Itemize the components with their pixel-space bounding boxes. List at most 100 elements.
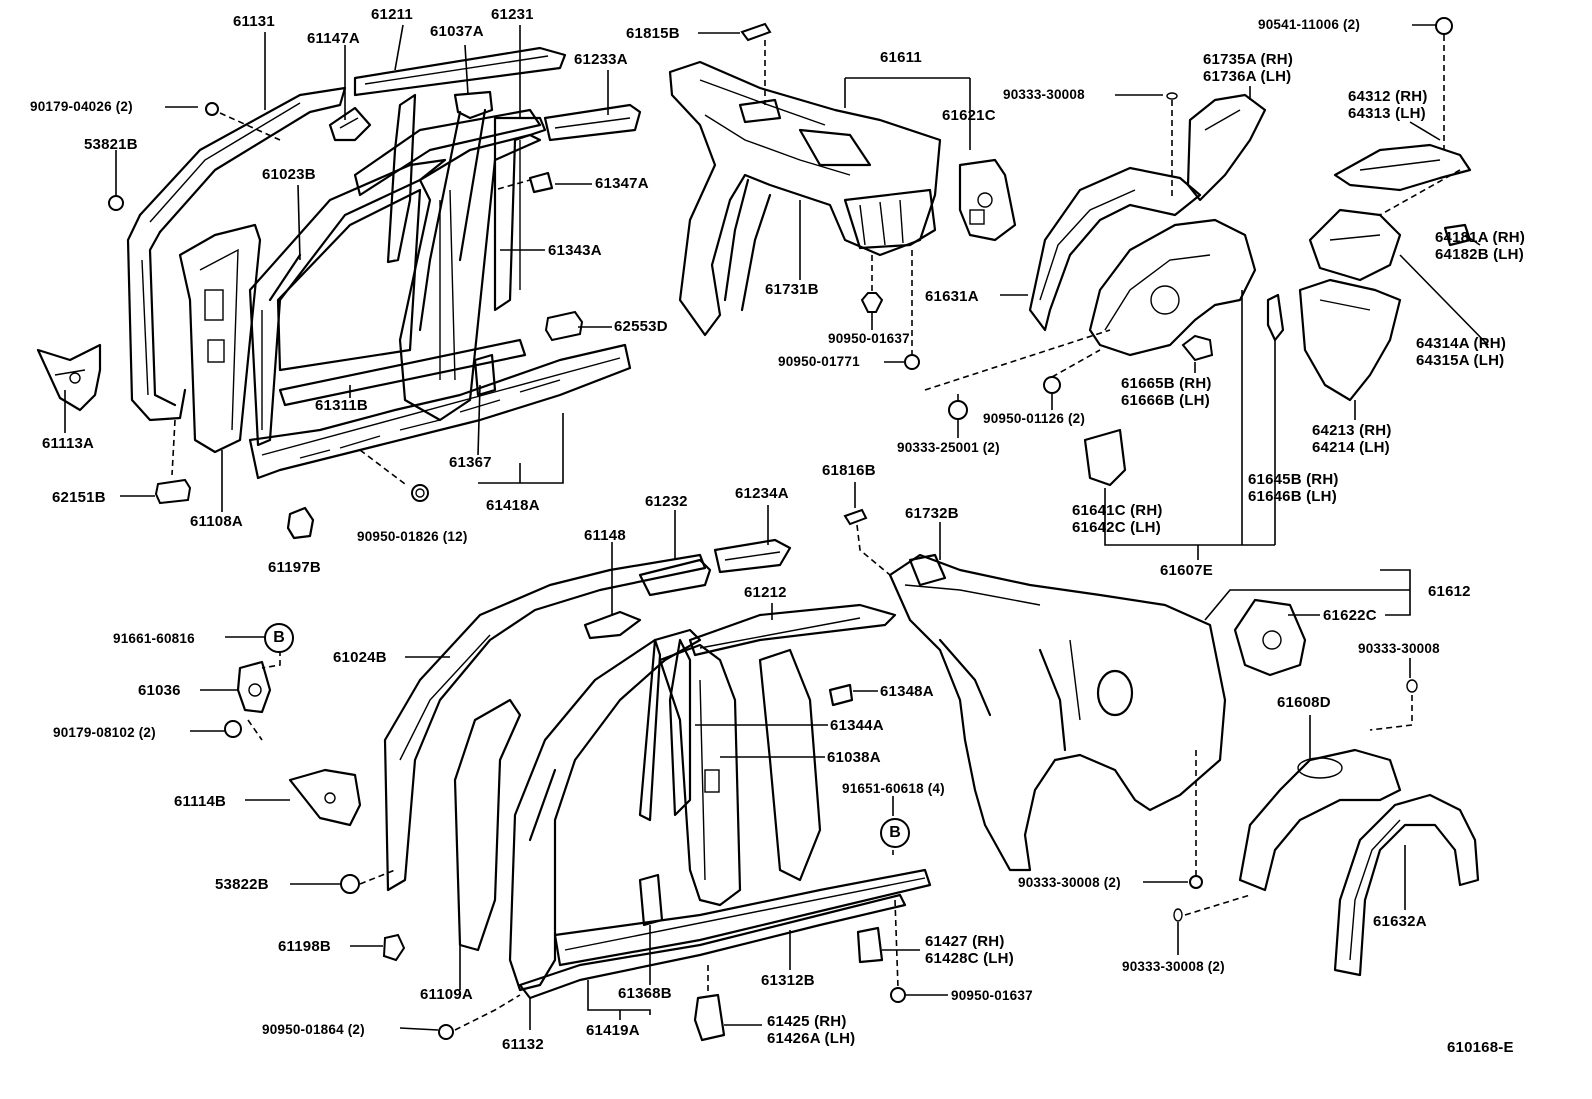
label-61641C: 61641C (RH): [1072, 502, 1163, 519]
label-61427: 61427 (RH): [925, 933, 1005, 950]
label-61036: 61036: [138, 682, 181, 699]
label-61732B: 61732B: [905, 505, 959, 522]
label-61368B: 61368B: [618, 985, 672, 1002]
label-64213-64214: 64213 (RH) 64214 (LH): [1312, 422, 1392, 456]
rear-quarter-panel-lower: [843, 508, 1480, 977]
label-62553D: 62553D: [614, 318, 668, 335]
label-90541-11006: 90541-11006 (2): [1258, 17, 1361, 32]
label-61646B: 61646B (LH): [1248, 488, 1337, 505]
label-53822B: 53822B: [215, 876, 269, 893]
label-61642C: 61642C (LH): [1072, 519, 1161, 536]
label-64213: 64213 (RH): [1312, 422, 1392, 439]
label-90179-04026: 90179-04026 (2): [30, 99, 133, 114]
label-61621C: 61621C: [942, 107, 996, 124]
label-61427-61428C: 61427 (RH) 61428C (LH): [925, 933, 1014, 967]
label-64181A-64182B: 64181A (RH) 64182B (LH): [1435, 229, 1525, 263]
label-61348A: 61348A: [880, 683, 934, 700]
label-61611: 61611: [880, 49, 922, 66]
label-61665B: 61665B (RH): [1121, 375, 1212, 392]
label-64312: 64312 (RH): [1348, 88, 1428, 105]
diagram-id: 610168-E: [1447, 1039, 1514, 1056]
label-61622C: 61622C: [1323, 607, 1377, 624]
label-61426A: 61426A (LH): [767, 1030, 856, 1047]
label-62151B: 62151B: [52, 489, 106, 506]
label-61645B: 61645B (RH): [1248, 471, 1339, 488]
label-61198B: 61198B: [278, 938, 331, 955]
label-61212: 61212: [744, 584, 787, 601]
label-61815B: 61815B: [626, 25, 680, 42]
label-61347A: 61347A: [595, 175, 649, 192]
label-61418A: 61418A: [486, 497, 540, 514]
label-61632A: 61632A: [1373, 913, 1427, 930]
label-61109A: 61109A: [420, 986, 473, 1003]
label-61367: 61367: [449, 454, 492, 471]
label-61607E: 61607E: [1160, 562, 1213, 579]
label-61428C: 61428C (LH): [925, 950, 1014, 967]
label-61114B: 61114B: [174, 793, 227, 810]
callout-b-upper: B: [264, 623, 294, 653]
label-61108A: 61108A: [190, 513, 243, 530]
label-61024B: 61024B: [333, 649, 387, 666]
label-61211: 61211: [371, 6, 413, 23]
label-61735A: 61735A (RH): [1203, 51, 1294, 68]
label-90333-30008-top: 90333-30008: [1003, 87, 1085, 102]
label-64314A-64315A: 64314A (RH) 64315A (LH): [1416, 335, 1506, 369]
rear-wheel-house-upper: [924, 17, 1472, 487]
label-61425-61426A: 61425 (RH) 61426A (LH): [767, 1013, 855, 1047]
label-61735A-61736A: 61735A (RH) 61736A (LH): [1203, 51, 1293, 85]
label-61665B-61666B: 61665B (RH) 61666B (LH): [1121, 375, 1212, 409]
label-61113A: 61113A: [42, 435, 95, 452]
label-61197B: 61197B: [268, 559, 321, 576]
label-61232: 61232: [645, 493, 688, 510]
label-90950-01637-lower: 90950-01637: [951, 988, 1033, 1003]
callout-b-lower: B: [880, 818, 910, 848]
leader-lines: [64, 24, 1489, 1031]
label-61234A: 61234A: [735, 485, 789, 502]
label-64182B: 64182B (LH): [1435, 246, 1524, 263]
label-61608D: 61608D: [1277, 694, 1331, 711]
label-61736A: 61736A (LH): [1203, 68, 1292, 85]
label-90950-01864: 90950-01864 (2): [262, 1022, 365, 1037]
label-61023B: 61023B: [262, 166, 316, 183]
label-61731B: 61731B: [765, 281, 819, 298]
label-61344A: 61344A: [830, 717, 884, 734]
label-61311B: 61311B: [315, 397, 368, 414]
label-91661-60816: 91661-60816: [113, 631, 195, 646]
upper-body-side-outer-panel: [36, 46, 642, 540]
label-64315A: 64315A (LH): [1416, 352, 1505, 369]
label-61147A: 61147A: [307, 30, 360, 47]
label-61038A: 61038A: [827, 749, 881, 766]
label-61037A: 61037A: [430, 23, 484, 40]
label-90333-30008-bottom: 90333-30008 (2): [1122, 959, 1225, 974]
label-64181A: 64181A (RH): [1435, 229, 1526, 246]
label-61631A: 61631A: [925, 288, 979, 305]
label-61131: 61131: [233, 13, 275, 30]
label-61148: 61148: [584, 527, 626, 544]
label-61132: 61132: [502, 1036, 544, 1053]
label-61612: 61612: [1428, 583, 1471, 600]
label-90950-01126: 90950-01126 (2): [983, 411, 1086, 426]
label-61645B-61646B: 61645B (RH) 61646B (LH): [1248, 471, 1339, 505]
label-90333-30008-right: 90333-30008: [1358, 641, 1440, 656]
label-61231: 61231: [491, 6, 534, 23]
label-53821B: 53821B: [84, 136, 138, 153]
label-61641C-61642C: 61641C (RH) 61642C (LH): [1072, 502, 1163, 536]
label-90950-01637-upper: 90950-01637: [828, 331, 910, 346]
label-61233A: 61233A: [574, 51, 628, 68]
label-64312-64313: 64312 (RH) 64313 (LH): [1348, 88, 1428, 122]
label-61312B: 61312B: [761, 972, 815, 989]
label-64313: 64313 (LH): [1348, 105, 1426, 122]
label-90333-25001: 90333-25001 (2): [897, 440, 1000, 455]
label-61343A: 61343A: [548, 242, 602, 259]
label-90333-30008-mid: 90333-30008 (2): [1018, 875, 1121, 890]
lower-body-side-panel: [224, 538, 932, 1042]
label-91651-60618: 91651-60618 (4): [842, 781, 945, 796]
label-64214: 64214 (LH): [1312, 439, 1390, 456]
label-90179-08102: 90179-08102 (2): [53, 725, 156, 740]
label-90950-01826: 90950-01826 (12): [357, 529, 468, 544]
label-90950-01771: 90950-01771: [778, 354, 860, 369]
rear-quarter-panel-upper: [668, 22, 1017, 370]
label-64314A: 64314A (RH): [1416, 335, 1507, 352]
